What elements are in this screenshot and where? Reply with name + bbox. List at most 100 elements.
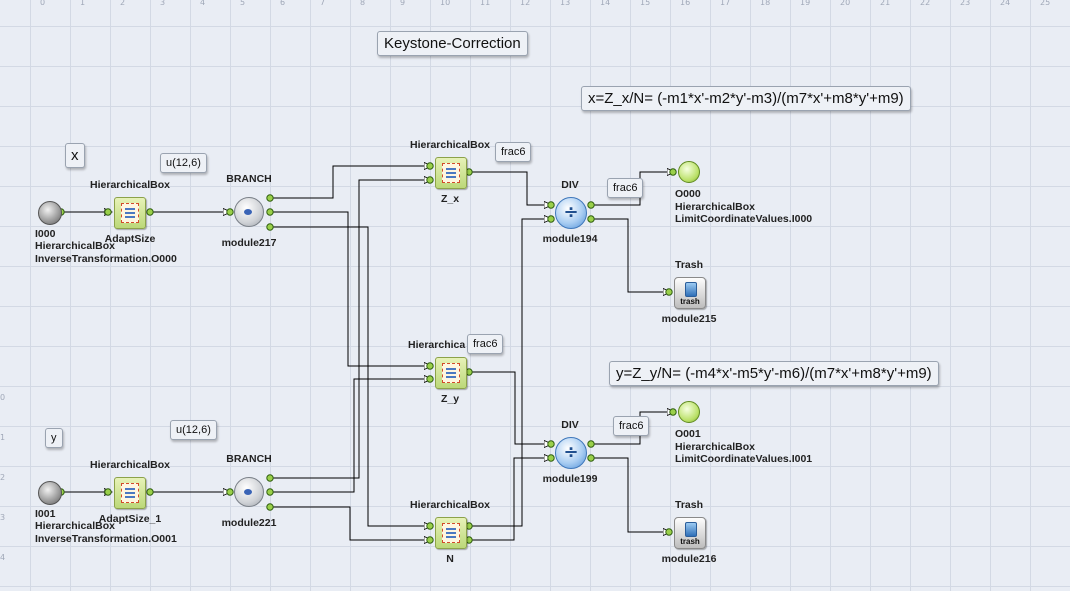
formula-y-annotation[interactable]: y=Z_y/N= (-m4*x'-m5*y'-m6)/(m7*x'+m8*y'+… xyxy=(609,361,939,386)
div194-type: DIV xyxy=(561,179,579,191)
frac-annotation-div199[interactable]: frac6 xyxy=(613,416,650,436)
input-port-i001-icon[interactable] xyxy=(38,481,62,505)
port-connector[interactable] xyxy=(266,208,274,216)
trash216-type: Trash xyxy=(674,499,704,511)
output-port-o000-icon[interactable] xyxy=(678,161,700,183)
input-port-i000-icon[interactable] xyxy=(38,201,62,225)
zy-type: Hierarchica xyxy=(408,339,466,351)
port-connector[interactable] xyxy=(266,503,274,511)
title-annotation[interactable]: Keystone-Correction xyxy=(377,31,528,56)
type-annotation-top[interactable]: u(12,6) xyxy=(160,153,207,173)
ruler-top-tick: 6 xyxy=(280,0,286,7)
trash-icon-215[interactable]: trash xyxy=(674,277,706,309)
ruler-top-tick: 24 xyxy=(1000,0,1011,7)
y-label-annotation[interactable]: y xyxy=(45,428,63,448)
frac-annotation-zy[interactable]: frac6 xyxy=(467,334,504,354)
n-type: HierarchicalBox xyxy=(410,499,490,511)
ruler-left-tick: 4 xyxy=(0,553,6,562)
divide-icon-194[interactable]: ÷ xyxy=(555,197,587,229)
trash216-icon-text: trash xyxy=(680,537,700,546)
branch217-icon[interactable] xyxy=(234,197,264,227)
div194-name: module194 xyxy=(542,233,598,245)
port-connector[interactable] xyxy=(669,168,677,176)
trash215-type: Trash xyxy=(674,259,704,271)
i001-sub2: InverseTransformation.O001 xyxy=(35,533,177,545)
x-label-annotation[interactable]: x xyxy=(65,143,85,168)
port-connector[interactable] xyxy=(266,474,274,482)
adapt-size-block[interactable] xyxy=(114,197,146,229)
port-connector[interactable] xyxy=(426,176,434,184)
ruler-top-tick: 1 xyxy=(80,0,86,7)
port-connector[interactable] xyxy=(665,288,673,296)
port-connector[interactable] xyxy=(426,162,434,170)
frac-annotation-zx[interactable]: frac6 xyxy=(495,142,532,162)
ruler-left-tick: 0 xyxy=(0,393,6,402)
port-connector[interactable] xyxy=(266,194,274,202)
port-connector[interactable] xyxy=(104,208,112,216)
port-connector[interactable] xyxy=(669,408,677,416)
port-connector[interactable] xyxy=(547,454,555,462)
trash-can-icon xyxy=(685,522,697,537)
wire-zx-div194 xyxy=(469,171,552,205)
adapt-top-name: AdaptSize xyxy=(104,233,156,245)
ruler-top-tick: 7 xyxy=(320,0,326,7)
o001-sub1: HierarchicalBox xyxy=(675,441,755,453)
port-connector[interactable] xyxy=(146,208,154,216)
port-connector[interactable] xyxy=(587,215,595,223)
branch221-name: module221 xyxy=(221,517,277,529)
port-connector[interactable] xyxy=(547,201,555,209)
type-annotation-bottom[interactable]: u(12,6) xyxy=(170,420,217,440)
ruler-top-tick: 20 xyxy=(840,0,851,7)
zx-name: Z_x xyxy=(440,193,460,205)
trash-can-icon xyxy=(685,282,697,297)
ruler-top-tick: 21 xyxy=(880,0,891,7)
divide-icon-199[interactable]: ÷ xyxy=(555,437,587,469)
port-connector[interactable] xyxy=(547,215,555,223)
ruler-top-tick: 15 xyxy=(640,0,651,7)
port-connector[interactable] xyxy=(426,375,434,383)
port-connector[interactable] xyxy=(665,528,673,536)
adapt-size-1-block[interactable] xyxy=(114,477,146,509)
port-connector[interactable] xyxy=(587,440,595,448)
o001-name: O001 xyxy=(675,428,701,440)
ruler-top-tick: 12 xyxy=(520,0,531,7)
port-connector[interactable] xyxy=(266,488,274,496)
i000-sub1: HierarchicalBox xyxy=(35,240,115,252)
port-connector[interactable] xyxy=(426,522,434,530)
zx-block[interactable] xyxy=(435,157,467,189)
ruler-top-tick: 9 xyxy=(400,0,406,7)
frac-annotation-div194[interactable]: frac6 xyxy=(607,178,644,198)
port-connector[interactable] xyxy=(426,536,434,544)
branch221-icon[interactable] xyxy=(234,477,264,507)
adapt-bottom-type: HierarchicalBox xyxy=(90,459,170,471)
trash-icon-216[interactable]: trash xyxy=(674,517,706,549)
adapt-top-type: HierarchicalBox xyxy=(90,179,170,191)
formula-x-annotation[interactable]: x=Z_x/N= (-m1*x'-m2*y'-m3)/(m7*x'+m8*y'+… xyxy=(581,86,911,111)
hierarchical-box-icon xyxy=(442,163,460,183)
port-connector[interactable] xyxy=(146,488,154,496)
o000-name: O000 xyxy=(675,188,701,200)
port-connector[interactable] xyxy=(587,454,595,462)
port-connector[interactable] xyxy=(104,488,112,496)
port-connector[interactable] xyxy=(426,362,434,370)
port-connector[interactable] xyxy=(587,201,595,209)
trash215-icon-text: trash xyxy=(680,297,700,306)
ruler-top-tick: 25 xyxy=(1040,0,1051,7)
n-block[interactable] xyxy=(435,517,467,549)
ruler-top-tick: 11 xyxy=(480,0,491,7)
port-connector[interactable] xyxy=(547,440,555,448)
ruler-top-tick: 14 xyxy=(600,0,611,7)
o000-sub2: LimitCoordinateValues.I000 xyxy=(675,213,813,225)
port-connector[interactable] xyxy=(266,223,274,231)
port-connector[interactable] xyxy=(226,488,234,496)
output-port-o001-icon[interactable] xyxy=(678,401,700,423)
zx-type: HierarchicalBox xyxy=(410,139,490,151)
port-connector[interactable] xyxy=(226,208,234,216)
zy-block[interactable] xyxy=(435,357,467,389)
ruler-left-tick: 3 xyxy=(0,513,6,522)
div199-type: DIV xyxy=(561,419,579,431)
